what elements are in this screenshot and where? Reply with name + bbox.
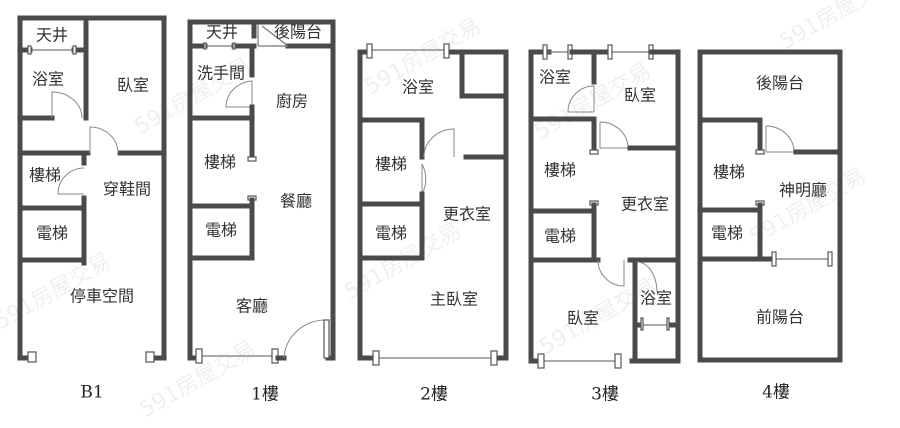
room-label-kitchen: 廚房 (276, 92, 308, 111)
room-label-skylight: 天井 (206, 23, 238, 42)
floor-label-3f: 3樓 (591, 385, 619, 405)
room-label-shrine-hall: 神明廳 (779, 181, 827, 200)
room-label-washroom: 洗手間 (197, 64, 245, 83)
room-label-dining: 餐廳 (280, 192, 312, 211)
room-label-rear-balcony: 後陽台 (274, 23, 322, 42)
room-label-stairs: 樓梯 (29, 166, 61, 185)
floor-label-4f: 4樓 (762, 383, 790, 403)
floor-1f: 天井 後陽台 洗手間 廚房 樓梯 餐廳 電梯 客廳 1樓 (187, 19, 336, 405)
floor-b1: 天井 浴室 臥室 樓梯 穿鞋間 電梯 停車空間 B1 (17, 15, 167, 403)
floor-label-2f: 2樓 (420, 385, 448, 405)
room-label-bedroom: 臥室 (117, 76, 149, 95)
room-label-elevator: 電梯 (205, 221, 237, 240)
room-label-master-bedroom: 主臥室 (430, 290, 478, 309)
room-label-elevator: 電梯 (375, 224, 407, 243)
room-label-bedroom-front: 臥室 (567, 309, 599, 328)
room-label-rear-balcony: 後陽台 (756, 74, 804, 93)
floor-3f: 浴室 臥室 樓梯 更衣室 電梯 臥室 浴室 3樓 (528, 44, 681, 405)
room-label-bathroom-front: 浴室 (640, 289, 672, 308)
room-label-front-balcony: 前陽台 (756, 308, 804, 327)
room-label-closet: 更衣室 (443, 205, 491, 224)
floor-2f: 浴室 樓梯 更衣室 電梯 主臥室 2樓 (357, 43, 509, 405)
room-label-parking: 停車空間 (70, 287, 134, 306)
room-label-elevator: 電梯 (711, 224, 743, 243)
room-label-stairs: 樓梯 (713, 163, 745, 182)
room-label-bedroom-rear: 臥室 (624, 86, 656, 105)
floor-4f: 後陽台 樓梯 神明廳 電梯 前陽台 4樓 (697, 49, 843, 403)
room-label-elevator: 電梯 (36, 224, 68, 243)
room-label-living: 客廳 (236, 297, 268, 316)
room-label-skylight: 天井 (36, 26, 68, 45)
room-label-elevator: 電梯 (544, 227, 576, 246)
room-label-bathroom: 浴室 (402, 78, 434, 97)
floor-label-b1: B1 (80, 383, 103, 403)
room-label-stairs: 樓梯 (204, 153, 236, 172)
room-label-shoe-room: 穿鞋間 (103, 180, 151, 199)
room-label-stairs: 樓梯 (544, 161, 576, 180)
room-label-stairs: 樓梯 (375, 155, 407, 174)
room-label-bathroom: 浴室 (32, 70, 64, 89)
floor-label-1f: 1樓 (251, 385, 279, 405)
room-label-closet: 更衣室 (621, 195, 669, 214)
room-label-bathroom-rear: 浴室 (539, 68, 571, 87)
watermark: 591房屋交易 (746, 164, 871, 251)
watermark: 591房屋交易 (776, 0, 900, 55)
